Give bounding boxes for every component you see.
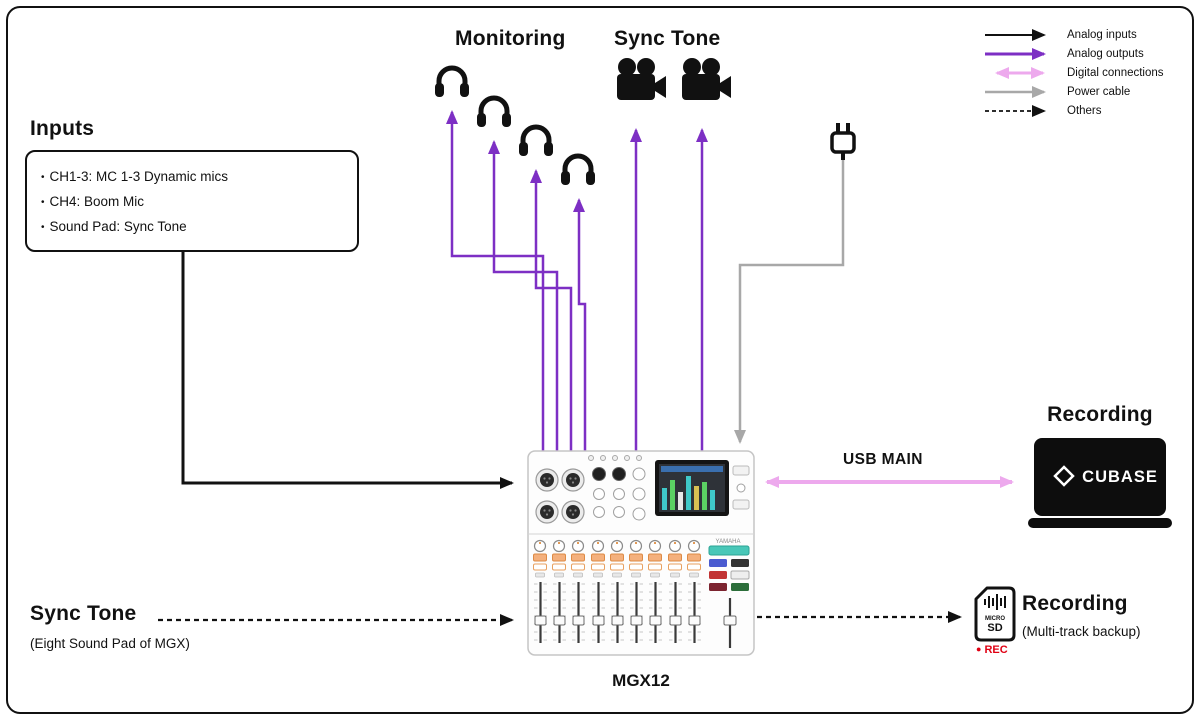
legend-label: Digital connections	[1067, 67, 1164, 79]
analog-input-arrow	[181, 242, 514, 489]
power-cable-line	[734, 160, 845, 444]
legend-label: Others	[1067, 105, 1102, 117]
legend: Analog inputs Analog outputs Digital con…	[984, 29, 1164, 117]
micro-label: MICRO	[985, 616, 1005, 622]
mixer-master-section	[708, 545, 750, 648]
analog-inputs-arrow-icon	[985, 29, 1046, 41]
sd-label: SD	[987, 622, 1002, 634]
legend-row-power-cable: Power cable	[984, 86, 1164, 98]
legend-row-digital-connections: Digital connections	[984, 67, 1164, 79]
mixer-channel-strips	[532, 539, 703, 645]
mixer-xlr-inputs	[535, 468, 585, 524]
cubase-laptop-icon: CUBASE	[1028, 438, 1172, 528]
mixer-line-inputs-and-knobs	[592, 467, 646, 521]
sync-tone-subtext: (Eight Sound Pad of MGX)	[30, 636, 190, 651]
analog-output-arrow-monitor-3	[530, 169, 573, 452]
recording-sd-subtext: (Multi-track backup)	[1022, 624, 1141, 639]
inputs-box-item: •CH4: Boom Mic	[41, 194, 145, 209]
others-arrow-icon	[985, 105, 1046, 117]
mgx12-mixer-illustration: YAMAHA	[527, 450, 755, 656]
mixer-touchscreen	[655, 460, 729, 516]
bullet: •	[41, 222, 45, 233]
rec-dot-icon: ●	[976, 644, 982, 654]
analog-output-arrow-monitor-2	[488, 140, 559, 452]
rec-indicator: ●REC	[976, 644, 1008, 656]
recording-usb-heading: Recording	[1047, 403, 1153, 426]
legend-label: Analog outputs	[1067, 48, 1144, 60]
cubase-label: CUBASE	[1082, 468, 1158, 486]
headphones-icon	[561, 153, 595, 185]
mixer-model-label: MGX12	[612, 671, 670, 690]
waveform-icon	[984, 594, 1006, 610]
analog-output-arrow-monitor-4	[573, 198, 587, 452]
usb-main-label: USB MAIN	[843, 451, 923, 468]
power-plug-icon	[830, 123, 856, 160]
bullet: •	[41, 197, 45, 208]
power-cable-arrow-icon	[985, 86, 1046, 98]
sd-card-icon: MICRO SD	[974, 586, 1016, 642]
legend-row-analog-outputs: Analog outputs	[984, 48, 1164, 60]
headphones-icon	[477, 95, 511, 127]
headphones-icon	[519, 124, 553, 156]
sync-tone-top-heading: Sync Tone	[614, 27, 721, 50]
inputs-box-item: •CH1-3: MC 1-3 Dynamic mics	[41, 169, 229, 184]
mixer-top-knob-row	[588, 455, 642, 461]
legend-label: Analog inputs	[1067, 29, 1137, 41]
inputs-box: •CH1-3: MC 1-3 Dynamic mics •CH4: Boom M…	[25, 150, 359, 252]
video-camera-icon	[617, 58, 666, 100]
legend-row-others: Others	[984, 105, 1164, 117]
mixer-right-top-controls	[732, 465, 750, 510]
recording-sd-heading: Recording	[1022, 592, 1128, 615]
headphones-icon	[435, 65, 469, 97]
inputs-box-item: •Sound Pad: Sync Tone	[41, 219, 187, 234]
digital-connections-arrow-icon	[995, 67, 1045, 79]
analog-outputs-arrow-icon	[985, 48, 1046, 60]
analog-output-arrow-monitor-1	[446, 110, 545, 452]
inputs-heading: Inputs	[30, 117, 95, 140]
cubase-logo-icon	[1053, 465, 1075, 487]
yamaha-logo-text: YAMAHA	[716, 539, 741, 545]
sync-tone-bottom-heading: Sync Tone	[30, 602, 137, 625]
monitoring-heading: Monitoring	[455, 27, 566, 50]
bullet: •	[41, 172, 45, 183]
video-camera-icon	[682, 58, 731, 100]
legend-label: Power cable	[1067, 86, 1131, 98]
legend-row-analog-inputs: Analog inputs	[984, 29, 1164, 41]
